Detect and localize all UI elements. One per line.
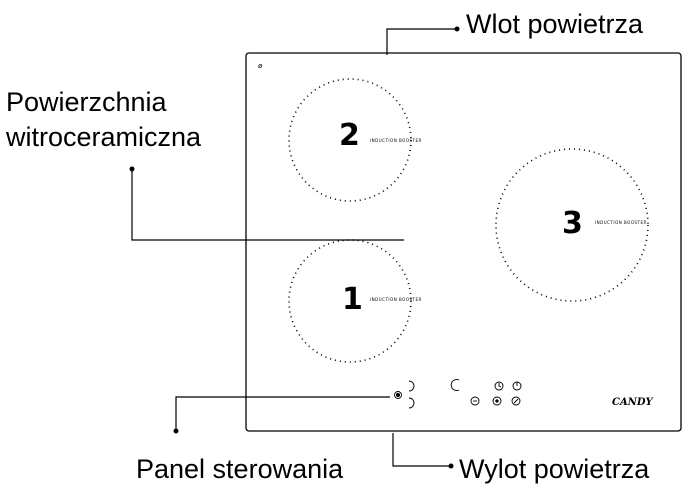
leader-control-panel <box>175 396 390 431</box>
slider-control-icon[interactable] <box>394 391 402 399</box>
leader-air-outlet <box>392 433 451 467</box>
lock-button-icon[interactable] <box>511 396 521 406</box>
leader-dot-control-panel <box>173 428 179 434</box>
zone-booster-label-3: INDUCTION BOOSTER <box>595 220 647 225</box>
vent-icon: ø <box>258 63 263 70</box>
leader-air-inlet <box>386 28 457 55</box>
zone-select-lower-icon[interactable] <box>408 397 415 409</box>
zone-select-upper-icon[interactable] <box>408 380 415 392</box>
leader-dot-air-inlet <box>454 26 460 32</box>
leader-dot-surface <box>129 166 135 172</box>
zone-number-2: 2 <box>339 118 360 153</box>
zone-ring-1 <box>288 239 412 363</box>
zone-ring-2 <box>288 78 412 202</box>
zone-number-1: 1 <box>342 282 363 317</box>
timer-icon[interactable] <box>494 381 504 391</box>
label-surface-line1: Powierzchnia <box>6 87 167 117</box>
label-air-inlet: Wlot powietrza <box>466 9 644 39</box>
zone-booster-label-2: INDUCTION BOOSTER <box>370 138 422 143</box>
zone-number-3: 3 <box>562 206 583 241</box>
slider-control-icon-dot <box>395 392 401 398</box>
brand-logo: CANDY <box>612 397 653 408</box>
label-air-outlet: Wylot powietrza <box>459 454 650 484</box>
label-control-panel: Panel sterowania <box>136 454 344 484</box>
timer-hand-icon <box>498 383 502 388</box>
pause-arc-icon[interactable] <box>450 379 460 391</box>
leader-dot-air-outlet <box>448 463 454 469</box>
minus-button-icon[interactable] <box>470 396 480 406</box>
zone-ring-3 <box>495 148 649 302</box>
cooktop-surface <box>245 52 682 432</box>
plus-center-icon <box>495 399 499 403</box>
lock-slash-icon <box>513 398 519 404</box>
zone-booster-label-1: INDUCTION BOOSTER <box>370 297 422 302</box>
plus-button-icon[interactable] <box>492 396 502 406</box>
label-surface-line2: witroceramiczna <box>6 122 202 152</box>
leader-surface <box>131 169 404 241</box>
control-panel <box>394 379 522 409</box>
